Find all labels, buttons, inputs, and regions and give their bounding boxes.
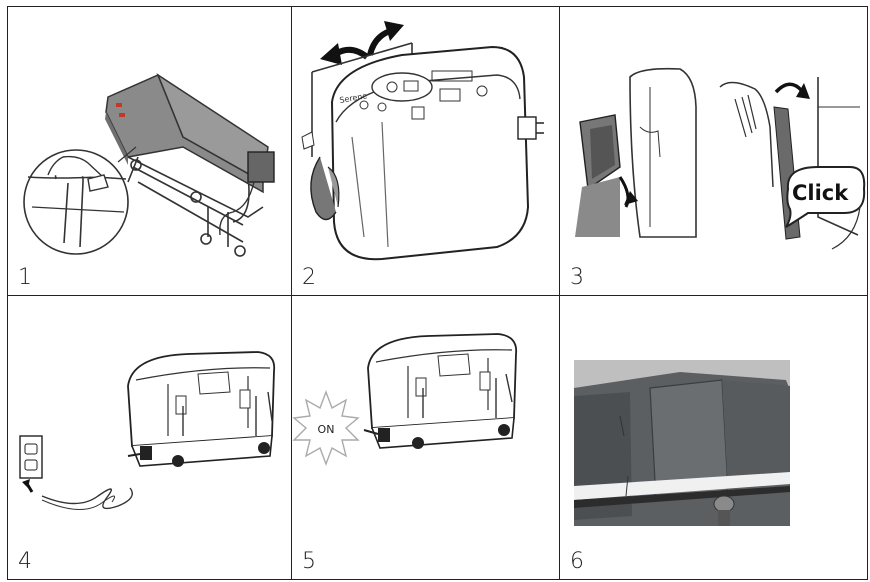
- step-5-panel: ON 5: [292, 296, 560, 579]
- rotate-arrow-icon: [320, 43, 369, 65]
- on-label: ON: [318, 423, 335, 436]
- step-2-panel: Serene 2: [292, 7, 560, 296]
- step-grid: 1: [7, 6, 868, 580]
- step-3-panel: Click 3: [560, 7, 867, 296]
- step-4-panel: 4: [8, 296, 292, 579]
- step-number: 2: [302, 265, 316, 290]
- bed-strap-illustration: [23, 73, 275, 257]
- step-number: 6: [570, 549, 584, 574]
- plug-in-illustration: [19, 351, 276, 511]
- step-number: 5: [302, 549, 316, 574]
- rotate-arrow-icon: [367, 21, 404, 56]
- power-on-illustration: ON: [292, 333, 518, 466]
- step-1-panel: 1: [8, 7, 292, 296]
- step-number: 4: [18, 549, 32, 574]
- on-burst-icon: ON: [292, 390, 360, 466]
- step-number: 1: [18, 265, 32, 290]
- mattress-cover-photo: [574, 360, 790, 526]
- click-callout: Click: [785, 166, 866, 228]
- pump-hooks-illustration: Serene: [301, 21, 544, 261]
- click-label: Click: [792, 181, 849, 205]
- step-number: 3: [570, 265, 584, 290]
- step-6-panel: 6: [560, 296, 867, 579]
- hose-connect-illustration: Click: [575, 67, 866, 250]
